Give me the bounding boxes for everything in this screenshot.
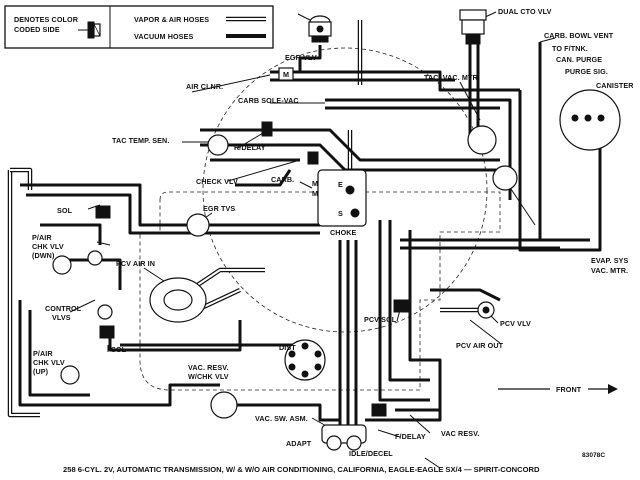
- check-valve: [307, 151, 319, 165]
- tac-vac-mtr-label: TAC. VAC. MTR.: [424, 73, 480, 82]
- pcv-solenoid: [393, 299, 409, 313]
- canister-label: CANISTER: [596, 81, 634, 90]
- vac-resv-chk-line2: W/CHK VLV: [188, 372, 229, 381]
- p-air-chk-up-line1: P/AIR: [33, 349, 53, 358]
- p-air-chk-dwn-line2: CHK VLV: [32, 242, 64, 251]
- control-valve-2: [97, 304, 113, 320]
- pcv-valve: [477, 301, 495, 319]
- legend-color-coded-line1: DENOTES COLOR: [14, 15, 79, 24]
- legend-color-coded-line2: CODED SIDE: [14, 25, 60, 34]
- evap-sys-line2: VAC. MTR.: [591, 266, 628, 275]
- distributor: [284, 339, 326, 381]
- vac-resv-label: VAC RESV.: [441, 429, 479, 438]
- carb-m-1: M: [312, 179, 318, 188]
- choke-label: CHOKE: [330, 228, 357, 237]
- vac-sw-asm-label: VAC. SW. ASM.: [255, 414, 308, 423]
- p-air-chk-dwn-line1: P/AIR: [32, 233, 52, 242]
- r-delay-valve: [261, 121, 273, 137]
- pcv-air-out-label: PCV AIR OUT: [456, 341, 504, 350]
- carb-label: CARB.: [271, 175, 294, 184]
- r-delay-label: R/DELAY: [234, 143, 266, 152]
- sol-bottom-label: SOL: [111, 345, 127, 354]
- air-clnr-label: AIR CLNR.: [186, 82, 223, 91]
- pcv-vlv-label: PCV VLV: [500, 319, 531, 328]
- legend-vacuum-label: VACUUM HOSES: [134, 32, 193, 41]
- check-vlv-label: CHECK VLV: [196, 177, 238, 186]
- carb-e-label: E: [338, 180, 343, 189]
- egr-tvs-label: EGR TVS: [203, 204, 235, 213]
- solenoid-bottom: [99, 325, 115, 339]
- egr-valve: [308, 15, 332, 43]
- carb-bowl-vent-label: CARB. BOWL VENT: [544, 31, 614, 40]
- egr-vlv-label: EGR VLV: [285, 53, 317, 62]
- legend: DENOTES COLOR CODED SIDE VAPOR & AIR HOS…: [4, 5, 274, 49]
- legend-vapor-air-label: VAPOR & AIR HOSES: [134, 15, 209, 24]
- control-vlvs-line1: CONTROL: [45, 304, 82, 313]
- p-air-chk-dwn-line3: (DWN): [32, 251, 55, 260]
- carb-s-label: S: [338, 209, 343, 218]
- evap-sys-line1: EVAP. SYS: [591, 256, 628, 265]
- vacuum-hoses: [18, 40, 602, 440]
- p-air-chk-up-line3: (UP): [33, 367, 49, 376]
- carburetor: [317, 169, 367, 227]
- legend-border: [4, 5, 274, 49]
- idle-decel-label: IDLE/DECEL: [349, 449, 393, 458]
- solenoid-m-top: [278, 67, 294, 81]
- vac-resv-chk-line1: VAC. RESV.: [188, 363, 229, 372]
- egr-m-3: M: [283, 70, 289, 79]
- f-delay-label: F/DELAY: [395, 432, 426, 441]
- can-purge-label: CAN. PURGE: [556, 55, 602, 64]
- p-air-check-valve-down: [52, 255, 72, 275]
- evap-sys-vac-motor: [492, 165, 518, 191]
- figure-reference: 83078C: [582, 452, 605, 459]
- p-air-chk-up-line2: CHK VLV: [33, 358, 65, 367]
- air-cleaner-outline: [202, 47, 488, 333]
- pcv-air-in-label: PCV AIR IN: [116, 259, 155, 268]
- to-f-tnk-label: TO F/TNK.: [552, 44, 588, 53]
- canister: [559, 89, 621, 151]
- front-arrow: [498, 384, 618, 394]
- carb-m-2: M: [312, 189, 318, 198]
- sol-top-label: SOL: [57, 206, 73, 215]
- front-label: FRONT: [556, 385, 582, 394]
- dist-label: DIST: [279, 343, 296, 352]
- tac-temp-sensor: [207, 134, 229, 156]
- p-air-check-valve-up: [60, 365, 80, 385]
- control-valve-1: [87, 250, 103, 266]
- dual-cto-vlv-label: DUAL CTO VLV: [498, 7, 552, 16]
- tac-vac-motor: [467, 125, 497, 155]
- engine-outline: [139, 191, 501, 391]
- pcv-sol-label: PCV SOL: [364, 315, 397, 324]
- solenoid-top: [95, 205, 111, 219]
- vac-reservoir-check-valve: [210, 391, 238, 419]
- egr-tvs: [186, 213, 210, 237]
- adapt-label: ADAPT: [286, 439, 312, 448]
- color-coded-fitting-icon: [78, 21, 101, 39]
- diagram-caption: 258 6-CYL. 2V, AUTOMATIC TRANSMISSION, W…: [63, 465, 540, 474]
- vac-switch-assembly: [321, 424, 367, 451]
- component-labels: EGR VLV DUAL CTO VLV CARB. BOWL VENT TO …: [32, 7, 634, 459]
- tac-temp-sen-label: TAC TEMP. SEN.: [112, 136, 169, 145]
- dual-cto-valve: [459, 9, 487, 45]
- f-delay-valve: [371, 403, 387, 417]
- pcv-air-in-filter: [149, 277, 207, 323]
- purge-sig-label: PURGE SIG.: [565, 67, 608, 76]
- carb-sole-vac-label: CARB SOLE-VAC: [238, 96, 299, 105]
- control-vlvs-line2: VLVS: [52, 313, 71, 322]
